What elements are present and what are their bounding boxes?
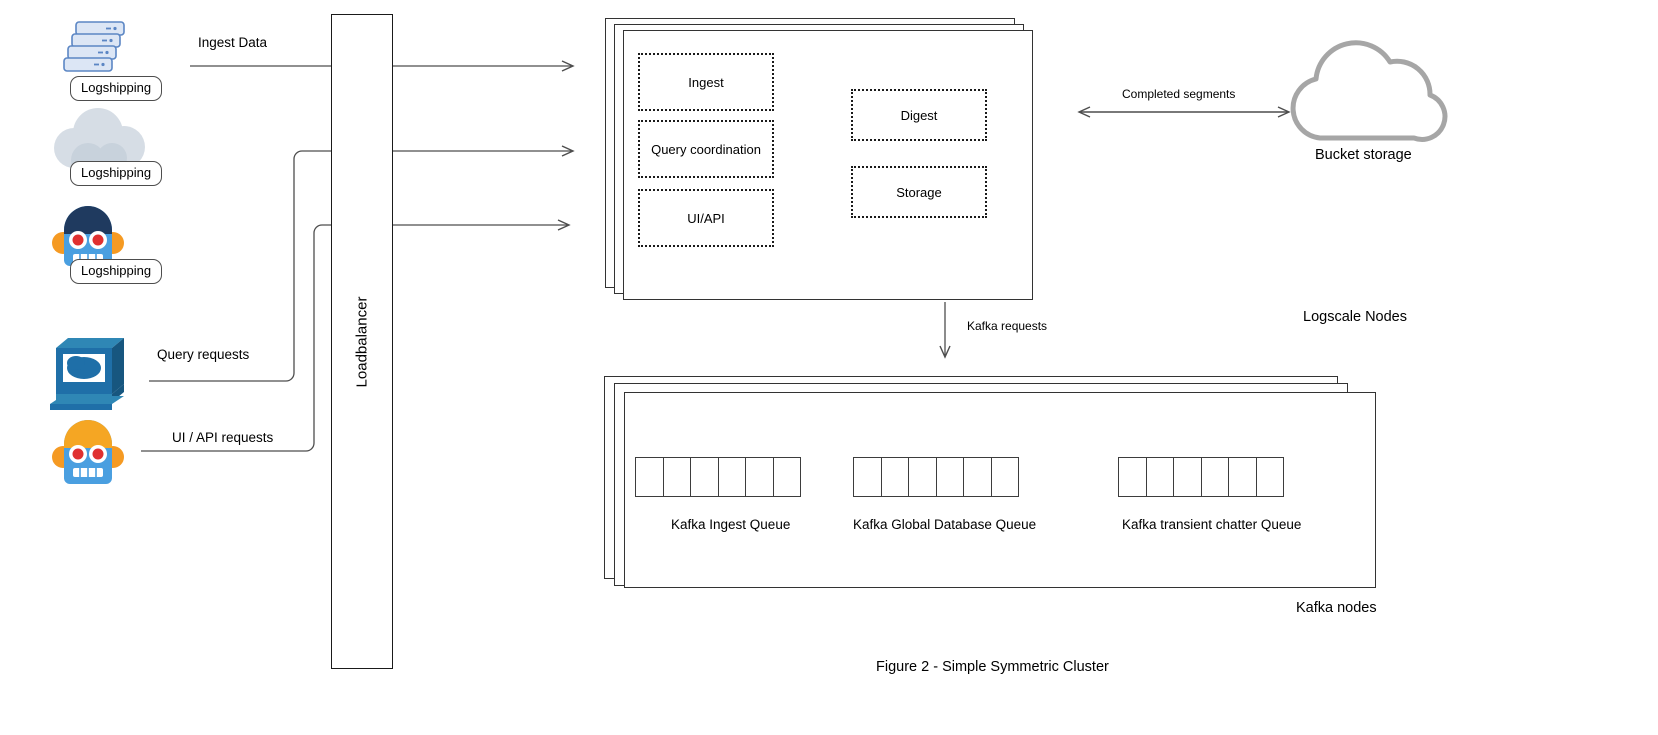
kafka-queue-label-transient-chatter: Kafka transient chatter Queue [1122, 517, 1302, 532]
service-box-storage[interactable]: Storage [851, 166, 987, 218]
queue-cell [746, 458, 774, 496]
bucket-storage-label: Bucket storage [1315, 147, 1412, 163]
service-box-digest[interactable]: Digest [851, 89, 987, 141]
source-chip-logshipping-servers: Logshipping [70, 76, 163, 102]
flow-label-query-requests: Query requests [157, 347, 250, 362]
queue-cell [1229, 458, 1257, 496]
queue-cell [1202, 458, 1229, 496]
queue-cell [1257, 458, 1284, 496]
logscale-node-card-front[interactable]: Ingest Query coordination UI/API Digest … [623, 30, 1033, 300]
queue-cell [664, 458, 691, 496]
kafka-node-card-front[interactable]: Kafka Ingest Queue Kafka Global Database… [624, 392, 1376, 588]
queue-cell [964, 458, 992, 496]
service-box-ui-api[interactable]: UI/API [638, 189, 774, 247]
kafka-queue-global-database[interactable] [853, 457, 1019, 497]
source-chip-logshipping-cloud: Logshipping [70, 161, 163, 187]
robot-icon [52, 420, 124, 484]
kafka-queue-label-global-database: Kafka Global Database Queue [853, 517, 1037, 532]
flow-label-ingest-data: Ingest Data [198, 35, 268, 50]
queue-cell [774, 458, 801, 496]
logscale-nodes-group-label: Logscale Nodes [1303, 309, 1407, 325]
kafka-nodes-group-label: Kafka nodes [1296, 600, 1377, 616]
workstation-icon [50, 338, 124, 410]
service-box-ingest[interactable]: Ingest [638, 53, 774, 111]
queue-cell [636, 458, 664, 496]
loadbalancer-box[interactable]: Loadbalancer [331, 14, 393, 669]
queue-cell [719, 458, 746, 496]
kafka-queue-label-ingest: Kafka Ingest Queue [671, 517, 791, 532]
service-box-query-coordination[interactable]: Query coordination [638, 120, 774, 178]
queue-cell [1147, 458, 1174, 496]
kafka-queue-transient-chatter[interactable] [1118, 457, 1284, 497]
source-chip-logshipping-robot: Logshipping [70, 259, 163, 285]
figure-caption: Figure 2 - Simple Symmetric Cluster [876, 659, 1109, 675]
queue-cell [909, 458, 937, 496]
queue-cell [1119, 458, 1147, 496]
queue-cell [882, 458, 909, 496]
flow-label-completed-segments: Completed segments [1122, 87, 1236, 101]
queue-cell [854, 458, 882, 496]
queue-cell [992, 458, 1019, 496]
queue-cell [937, 458, 964, 496]
bucket-storage-cloud-icon [1290, 40, 1448, 142]
loadbalancer-label: Loadbalancer [353, 296, 371, 387]
queue-cell [1174, 458, 1202, 496]
flow-label-ui-api-requests: UI / API requests [172, 430, 274, 445]
kafka-queue-ingest[interactable] [635, 457, 801, 497]
flow-label-kafka-requests: Kafka requests [967, 319, 1048, 333]
server-stack-icon [63, 21, 125, 72]
queue-cell [691, 458, 719, 496]
